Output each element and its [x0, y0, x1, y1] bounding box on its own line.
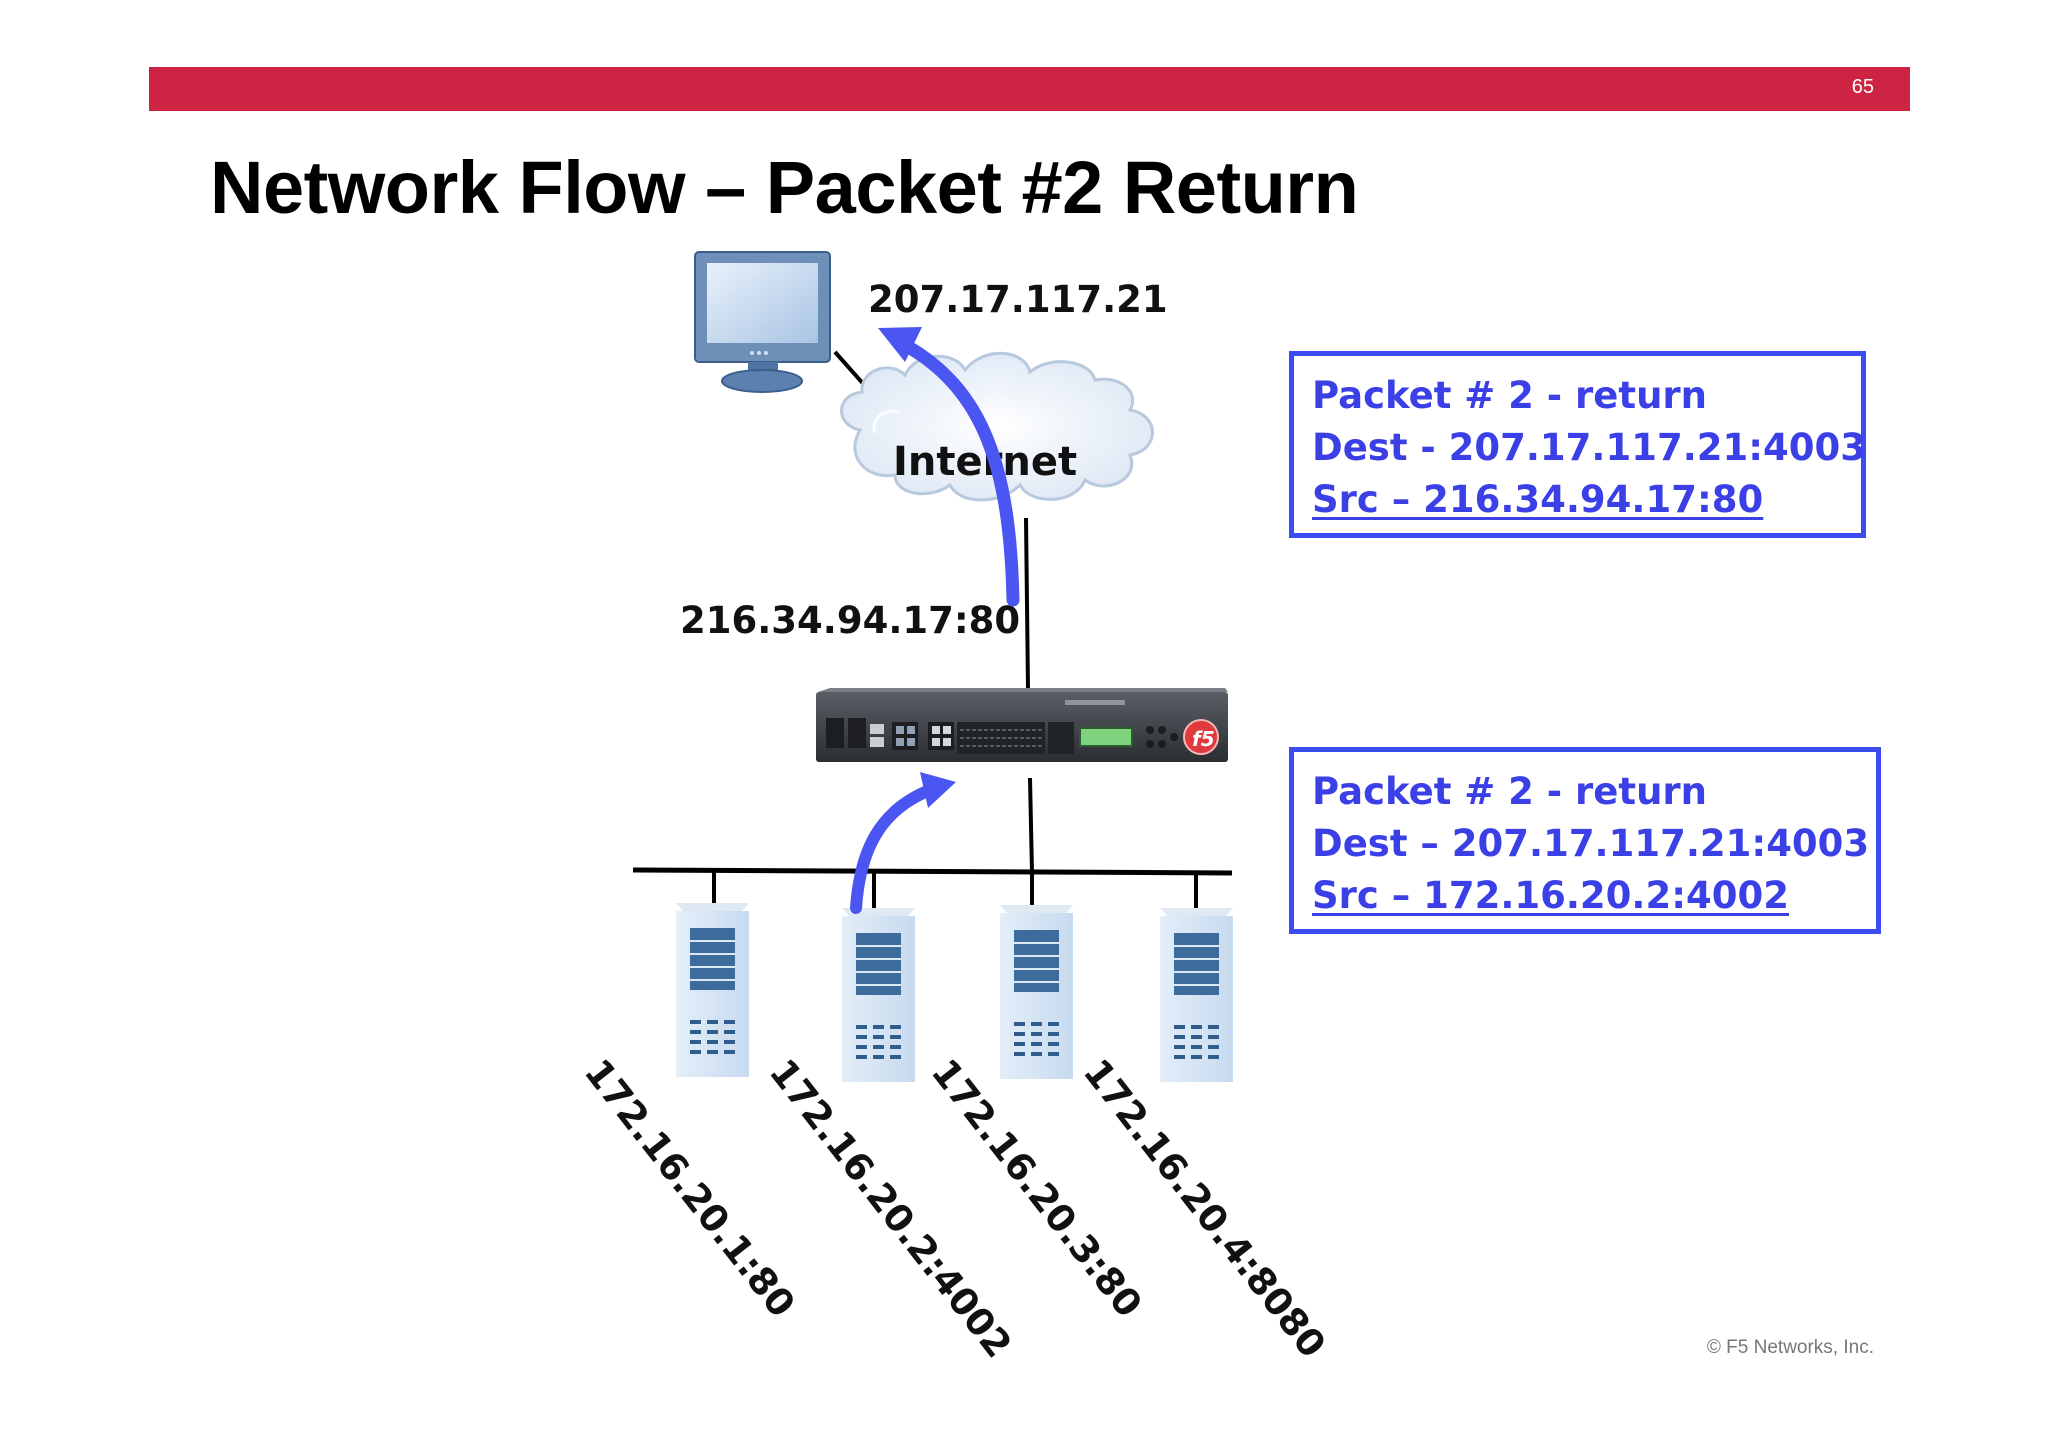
server-bus: [632, 867, 1233, 876]
page-number: 65: [1851, 76, 1874, 98]
server-label-1: 172.16.20.1:80: [576, 1051, 803, 1325]
packet-title: Packet # 2 - return: [1312, 770, 1708, 813]
packet-dest: Dest - 207.17.117.21:4003: [1312, 426, 1867, 469]
internet-cloud-icon: [840, 351, 1154, 502]
server-icon: [1000, 905, 1073, 1079]
return-flow-arrow-lower: [850, 772, 956, 914]
f5-logo-text: f5: [1192, 727, 1215, 751]
packet-src: Src – 172.16.20.2:4002: [1312, 874, 1789, 917]
downlink-line: [1028, 777, 1034, 874]
server-icon: [1160, 908, 1233, 1082]
client-computer-icon: [694, 251, 831, 393]
f5-appliance-icon: f5: [816, 688, 1228, 762]
server-icon: [842, 908, 915, 1082]
client-ip-label: 207.17.117.21: [868, 278, 1168, 321]
packet-title: Packet # 2 - return: [1312, 374, 1708, 417]
packet-info-box-internal: Packet # 2 - return Dest – 207.17.117.21…: [1289, 747, 1881, 934]
packet-dest: Dest – 207.17.117.21:4003: [1312, 822, 1870, 865]
packet-info-box-external: Packet # 2 - return Dest - 207.17.117.21…: [1289, 351, 1866, 538]
slide-title: Network Flow – Packet #2 Return: [210, 146, 1359, 229]
uplink-line: [1024, 517, 1030, 691]
return-flow-arrow-upper: [878, 327, 1020, 607]
packet-src: Src – 216.34.94.17:80: [1312, 478, 1764, 521]
copyright-footer: © F5 Networks, Inc.: [1706, 1337, 1874, 1358]
server-icon: [676, 903, 749, 1077]
vip-label: 216.34.94.17:80: [680, 599, 1020, 642]
header-bar: 65: [149, 67, 1910, 111]
